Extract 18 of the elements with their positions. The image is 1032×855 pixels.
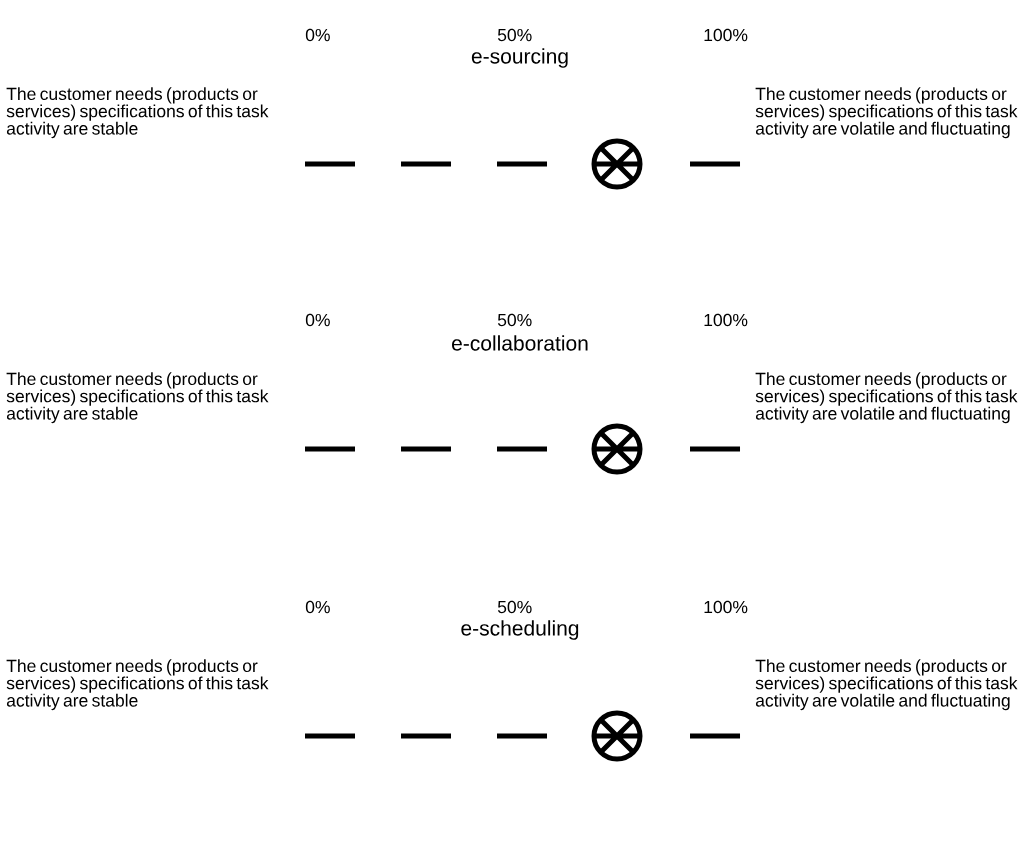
scale-description: The customer needs (products or services) specifications of this task activity are volatile and fluctuating — [755, 659, 1018, 711]
scale-label: 50% — [497, 28, 532, 42]
scale-description: The customer needs (products or services) specifications of this task activity are stable — [6, 87, 269, 139]
scale-description: The customer needs (products or services) specifications of this task activity are stable — [6, 659, 269, 711]
scale-label: 100% — [704, 28, 748, 42]
scale-title: e-collaboration — [452, 335, 588, 351]
scale-label: 100% — [704, 313, 748, 327]
scale-title: e-sourcing — [471, 48, 568, 68]
scale-description: The customer needs (products or services) specifications of this task activity are volatile and fluctuating — [755, 87, 1018, 139]
scale-label: 0% — [305, 600, 330, 614]
scale-label: 50% — [497, 600, 532, 614]
scale-label: 100% — [704, 600, 748, 614]
scale-description: The customer needs (products or services) specifications of this task activity are volatile and fluctuating — [755, 372, 1018, 424]
scale-title: e-scheduling — [461, 620, 579, 640]
scale-description: The customer needs (products or services) specifications of this task activity are stable — [6, 372, 269, 424]
scale-label: 0% — [305, 28, 330, 42]
scale-label: 0% — [305, 313, 330, 327]
scale-label: 50% — [497, 313, 532, 327]
